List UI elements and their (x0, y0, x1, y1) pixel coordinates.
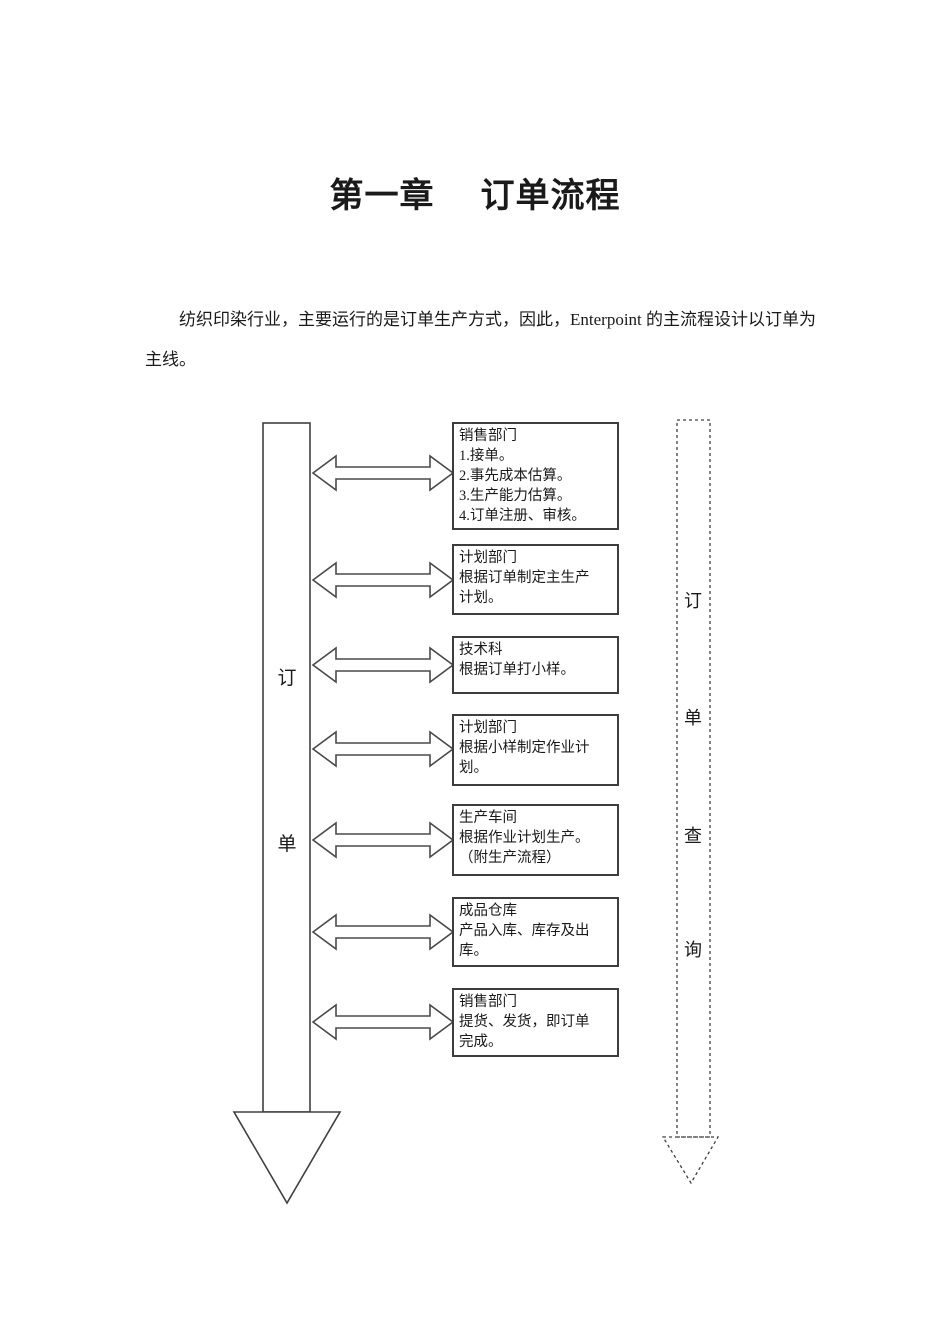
box-line: 销售部门 (459, 428, 517, 444)
flow-step-box-work-plan: 计划部门 根据小样制定作业计 划。 (452, 714, 619, 786)
box-line: 产品入库、库存及出 (459, 923, 590, 939)
box-line: 2.事先成本估算。 (459, 468, 572, 484)
box-line: 销售部门 (459, 994, 517, 1010)
connector-arrow (311, 913, 455, 951)
query-arrow-label-char: 单 (684, 708, 702, 728)
box-line: 生产车间 (459, 810, 517, 826)
box-line: 计划部门 (459, 550, 517, 566)
flow-step-box-production: 生产车间 根据作业计划生产。 （附生产流程） (452, 804, 619, 876)
connector-arrow (311, 561, 455, 599)
flow-step-box-delivery: 销售部门 提货、发货，即订单 完成。 (452, 988, 619, 1057)
flow-step-box-master-plan: 计划部门 根据订单制定主生产 计划。 (452, 544, 619, 615)
connector-arrow (311, 821, 455, 859)
order-arrow-label-char: 单 (277, 834, 297, 855)
box-line: 提货、发货，即订单 (459, 1014, 590, 1030)
connector-arrows (311, 454, 455, 1041)
intro-line: 主线。 (145, 350, 196, 369)
box-line: 计划部门 (459, 720, 517, 736)
order-query-arrow-shaft (676, 419, 711, 1138)
box-line: 技术科 (459, 642, 503, 658)
flow-step-box-sales-intake: 销售部门 1.接单。 2.事先成本估算。 3.生产能力估算。 4.订单注册、审核… (452, 422, 619, 530)
box-line: 根据作业计划生产。 (459, 830, 590, 846)
connector-arrow (311, 1003, 455, 1041)
connector-arrow (311, 730, 455, 768)
order-main-arrow-shaft (262, 422, 311, 1113)
flow-step-box-warehouse: 成品仓库 产品入库、库存及出 库。 (452, 897, 619, 967)
order-main-arrow (232, 422, 342, 1205)
flow-step-box-tech-sample: 技术科 根据订单打小样。 (452, 636, 619, 694)
box-line: 4.订单注册、审核。 (459, 508, 586, 524)
connector-arrow (311, 646, 455, 684)
query-arrow-label-char: 查 (684, 826, 702, 846)
box-line: 计划。 (459, 590, 503, 606)
box-line: 成品仓库 (459, 903, 517, 919)
box-line: 根据小样制定作业计 (459, 740, 590, 756)
chapter-title: 第一章 订单流程 (0, 178, 950, 215)
box-line: 根据订单打小样。 (459, 662, 575, 678)
box-line: 完成。 (459, 1034, 503, 1050)
box-line: 库。 (459, 943, 488, 959)
box-line: 1.接单。 (459, 448, 514, 464)
order-query-arrow-head (661, 1136, 720, 1185)
order-main-arrow-head (232, 1111, 342, 1205)
order-query-arrow (661, 419, 720, 1185)
box-line: 3.生产能力估算。 (459, 488, 572, 504)
box-line: （附生产流程） (459, 850, 561, 866)
chapter-name: 订单流程 (480, 178, 621, 215)
intro-paragraph: 纺织印染行业，主要运行的是订单生产方式，因此，Enterpoint 的主流程设计… (145, 300, 835, 380)
box-line: 根据订单制定主生产 (459, 570, 590, 586)
connector-arrow (311, 454, 455, 492)
intro-line: 纺织印染行业，主要运行的是订单生产方式，因此，Enterpoint 的主流程设计… (179, 310, 817, 329)
query-arrow-label-char: 询 (684, 940, 702, 960)
order-arrow-label-char: 订 (277, 668, 297, 689)
box-line: 划。 (459, 760, 488, 776)
query-arrow-label-char: 订 (684, 591, 702, 611)
chapter-number: 第一章 (329, 178, 435, 215)
